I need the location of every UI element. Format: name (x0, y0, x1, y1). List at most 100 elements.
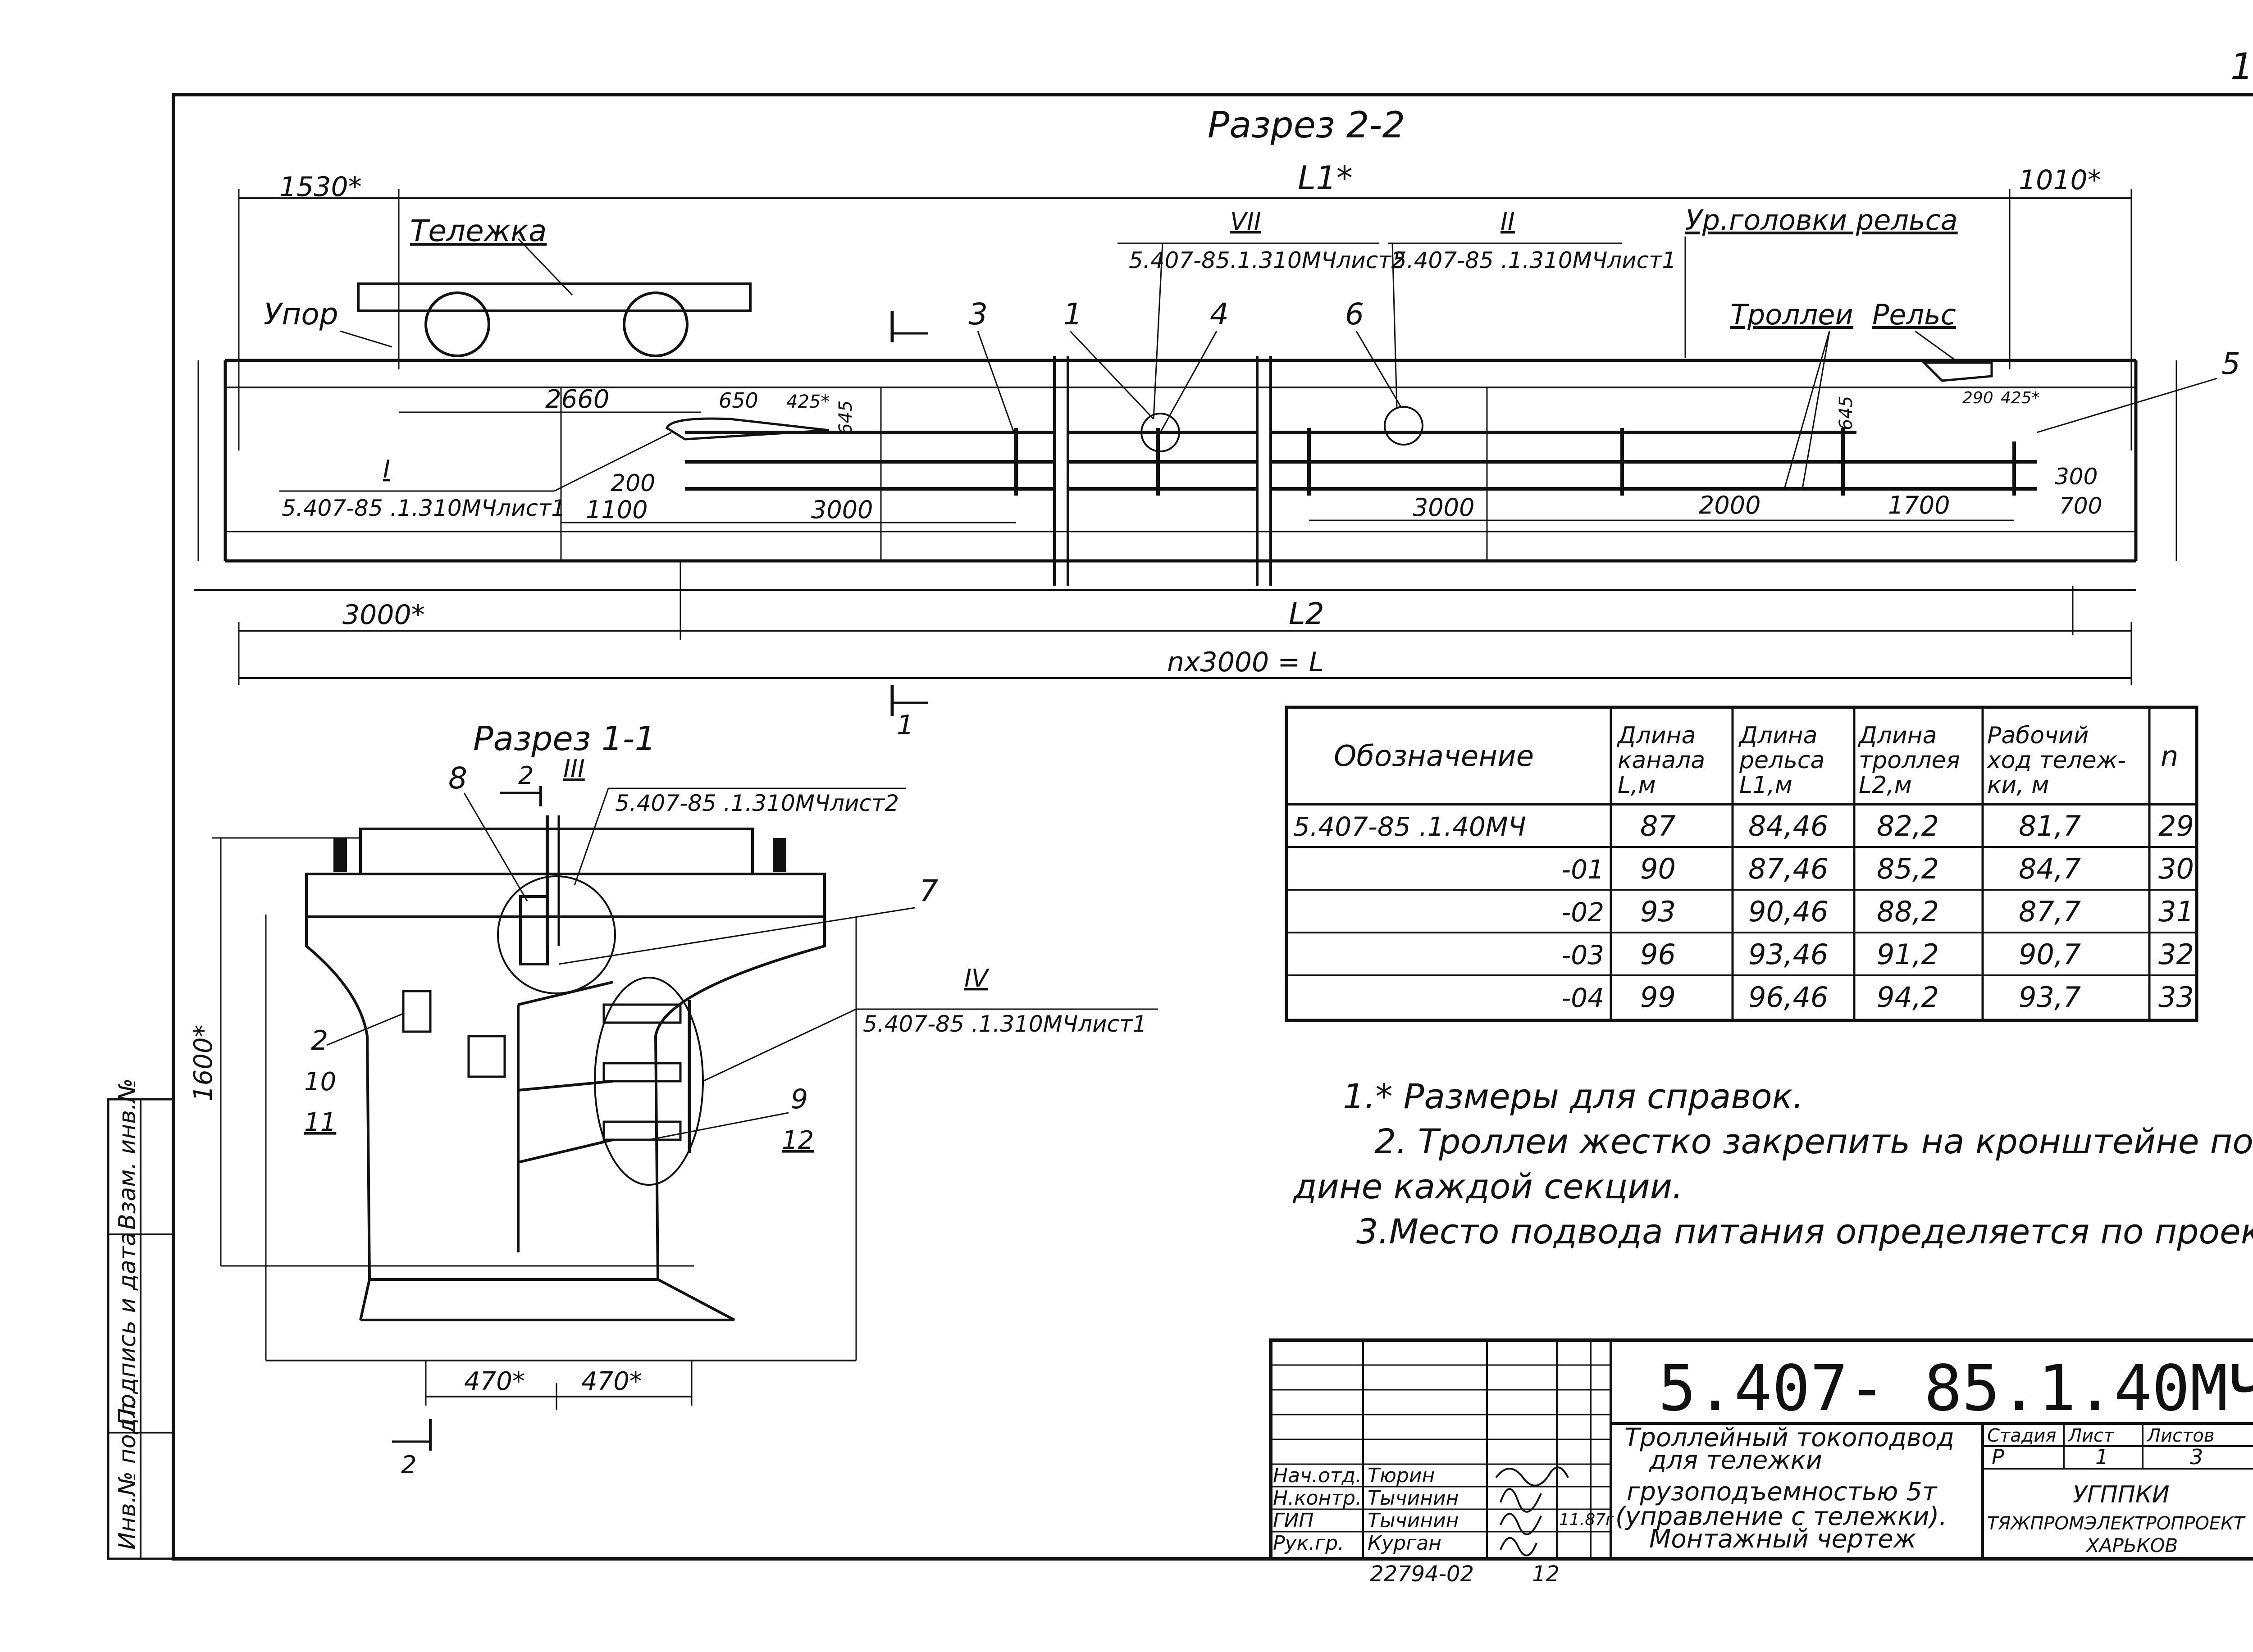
cut-mark-1: 1 (897, 710, 914, 741)
callout-2: 2 (311, 1025, 328, 1056)
sheets-value: 3 (2190, 1445, 2203, 1469)
table-cell: 96 (1640, 938, 1676, 971)
sheets-header: Листов (2146, 1425, 2214, 1446)
org-name-2: ТЯЖПРОМЭЛЕКТРОПРОЕКТ (1987, 1513, 2246, 1534)
title-block: 5.407- 85.1.40МЧ Троллейный токоподвод д… (1269, 1338, 2253, 1587)
label-rail: Рельс (1872, 298, 1956, 331)
role-1: Нач.отд. (1273, 1464, 1362, 1487)
table-cell: -04 (1561, 983, 1604, 1013)
dim-2000: 2000 (1699, 491, 1760, 519)
table-cell: 91,2 (1877, 938, 1939, 971)
table-cell: 81,7 (2019, 810, 2081, 842)
title-desc-3: грузоподъемностью 5т (1627, 1477, 1938, 1506)
table-cell: 87,7 (2019, 895, 2081, 928)
ref-ii-doc: 5.407-85 .1.310МЧлист1 (1392, 247, 1676, 273)
ref-iv-number: IV (964, 964, 990, 992)
table-cell: -02 (1561, 897, 1604, 928)
signature-3 (1500, 1513, 1542, 1535)
table-cell: 84,7 (2019, 852, 2081, 885)
stage-value: Р (1992, 1445, 2004, 1469)
table-cell: 93,46 (1748, 938, 1829, 971)
dim-3000-left: 3000 (811, 496, 873, 524)
callout-10: 10 (304, 1067, 336, 1097)
callout-6: 6 (1345, 297, 1364, 332)
table-cell: -01 (1561, 854, 1604, 885)
signature-2 (1500, 1488, 1542, 1513)
org-name-1: УГППКИ (2073, 1481, 2170, 1508)
name-2: Тычинин (1368, 1487, 1459, 1510)
dim-470-right: 470* (581, 1367, 642, 1396)
title-desc-5: Монтажный чертеж (1649, 1525, 1916, 1554)
title-desc-2: для тележки (1649, 1446, 1822, 1475)
callout-11: 11 (304, 1108, 336, 1137)
stage-header: Стадия (1987, 1425, 2056, 1446)
signature-4 (1500, 1537, 1537, 1556)
callout-7: 7 (919, 874, 938, 908)
table-cell: 87 (1640, 810, 1676, 842)
table-cell: 93 (1640, 895, 1676, 928)
dim-645-right: 645 (1836, 396, 1856, 430)
table-cell: 99 (1640, 981, 1676, 1014)
th-n: n (2161, 740, 2178, 773)
callout-3: 3 (969, 297, 988, 332)
dim-3000-star: 3000* (342, 599, 425, 631)
ref-iii-number: III (563, 755, 585, 783)
title-desc-4: (управление с тележки). (1615, 1502, 1947, 1531)
table-cell: 30 (2158, 852, 2194, 885)
document-code: 5.407- 85.1.40МЧ (1658, 1352, 2253, 1425)
dim-645-left: 645 (835, 400, 856, 435)
cut-2-top: 2 (518, 761, 534, 790)
role-4: Рук.гр. (1273, 1532, 1344, 1555)
callout-9: 9 (791, 1083, 808, 1115)
title-desc-1: Троллейный токоподвод (1624, 1423, 1954, 1452)
ref-i-number: I (383, 455, 390, 483)
dim-1100: 1100 (586, 496, 648, 524)
table-cell: 31 (2158, 895, 2194, 928)
cut-2-bottom: 2 (401, 1451, 416, 1479)
name-3: Тычинин (1368, 1509, 1459, 1532)
note-1: 1.* Размеры для справок. (1343, 1076, 1804, 1116)
table-cell: 82,2 (1877, 810, 1939, 842)
section-1-1: Разрез 1-1 2 2 (189, 719, 1158, 1479)
ref-ii-number: II (1500, 207, 1515, 236)
label-trolleys: Троллеи (1730, 298, 1853, 331)
name-1: Тюрин (1368, 1464, 1435, 1487)
role-2: Н.контр. (1273, 1487, 1362, 1510)
table-cell: 33 (2158, 981, 2194, 1014)
table-cell: 87,46 (1748, 852, 1829, 885)
th-designation: Обозначение (1334, 740, 1534, 773)
label-trolley-cart: Тележка (410, 214, 547, 248)
table-cell: 32 (2158, 938, 2194, 971)
ref-vii-number: VII (1230, 207, 1261, 236)
stamp-replaced-inv: Взам. инв.№ (114, 1078, 141, 1230)
sheet-value: 1 (2095, 1445, 2108, 1469)
name-4: Курган (1368, 1532, 1441, 1555)
note-2a: 2. Троллеи жестко закрепить на кронштейн… (1374, 1121, 2253, 1161)
ref-i-doc: 5.407-85 .1.310МЧлист1 (282, 495, 566, 521)
ref-iv-doc: 5.407-85 .1.310МЧлист1 (863, 1011, 1147, 1037)
role-3: ГИП (1273, 1509, 1314, 1532)
section-2-2-title: Разрез 2-2 (1208, 104, 1405, 146)
table-cell: 94,2 (1877, 981, 1939, 1014)
callout-5: 5 (2221, 346, 2240, 381)
dim-290: 290 (1962, 389, 1993, 407)
dim-425-right: 425* (2001, 389, 2040, 407)
table-cell: 84,46 (1748, 810, 1829, 842)
section-1-1-title: Разрез 1-1 (473, 719, 656, 758)
callout-12: 12 (782, 1126, 814, 1155)
dim-2660: 2660 (545, 385, 610, 414)
callout-1: 1 (1063, 297, 1082, 332)
org-name-3: ХАРЬКОВ (2085, 1534, 2178, 1556)
side-stamp: Инв.№ подл. Подпись и дата Взам. инв.№ (107, 1078, 175, 1560)
dim-1010: 1010* (2019, 164, 2101, 196)
note-3: 3.Место подвода питания определяется по … (1356, 1211, 2253, 1252)
table-cell: 88,2 (1877, 895, 1939, 928)
l1-label: L1* (1298, 159, 1353, 197)
